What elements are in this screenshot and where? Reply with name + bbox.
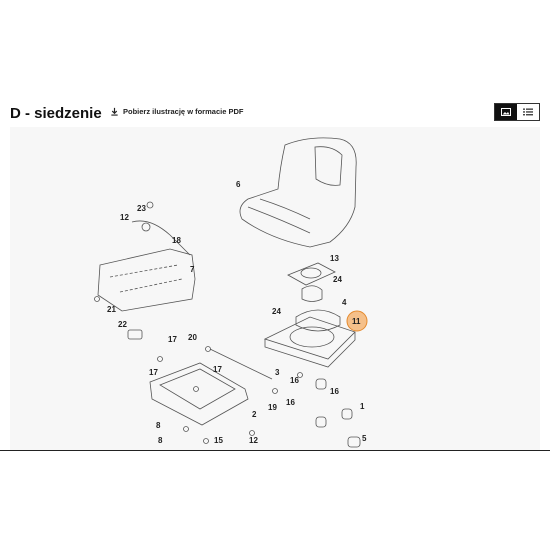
- exploded-view-drawing: 6 23 12 18 7 13 24 21 4 24 11 22 17 20 1…: [94, 137, 368, 448]
- callout-labels: 6 23 12 18 7 13 24 21 4 24 11 22 17 20 1…: [107, 180, 367, 445]
- callout-20: 20: [188, 333, 197, 342]
- callout-24b: 24: [272, 307, 281, 316]
- callout-5: 5: [362, 434, 367, 443]
- callout-17c: 17: [149, 368, 158, 377]
- list-view-button[interactable]: [517, 104, 539, 120]
- callout-23: 23: [137, 204, 146, 213]
- download-icon: [111, 107, 118, 116]
- callout-3: 3: [275, 368, 280, 377]
- callout-6: 6: [236, 180, 241, 189]
- callout-12: 12: [120, 213, 129, 222]
- callout-17b: 17: [213, 365, 222, 374]
- page-title: D - siedzenie: [10, 105, 102, 122]
- parts-diagram: 6 23 12 18 7 13 24 21 4 24 11 22 17 20 1…: [10, 127, 540, 450]
- callout-16b: 16: [330, 387, 339, 396]
- callout-12b: 12: [249, 436, 258, 445]
- download-pdf-link[interactable]: Pobierz ilustrację w formacie PDF: [110, 107, 243, 116]
- image-view-icon: [501, 108, 511, 116]
- base-frame-part: [149, 362, 249, 426]
- callout-2: 2: [252, 410, 257, 419]
- callout-11: 11: [352, 317, 361, 326]
- callout-8a: 8: [158, 436, 163, 445]
- download-pdf-label: Pobierz ilustrację w formacie PDF: [123, 107, 244, 116]
- callout-21: 21: [107, 305, 116, 314]
- callout-17a: 17: [168, 335, 177, 344]
- callout-4: 4: [342, 298, 347, 307]
- callout-11-highlight[interactable]: [346, 310, 368, 332]
- callout-15: 15: [214, 436, 223, 445]
- callout-16a: 16: [290, 376, 299, 385]
- bracket-part: [263, 316, 356, 360]
- callout-18: 18: [172, 236, 181, 245]
- callout-8b: 8: [156, 421, 161, 430]
- callout-7: 7: [190, 265, 195, 274]
- callout-16c: 16: [286, 398, 295, 407]
- image-view-button[interactable]: [495, 104, 517, 120]
- page-header: D - siedzenie Pobierz ilustrację w forma…: [0, 100, 550, 128]
- callout-19: 19: [268, 403, 277, 412]
- view-toggle: [494, 103, 540, 121]
- callout-24a: 24: [333, 275, 342, 284]
- plate-part: [287, 262, 336, 286]
- page-divider: [0, 450, 550, 451]
- callout-1: 1: [360, 402, 365, 411]
- list-view-icon: [523, 108, 533, 116]
- callout-22: 22: [118, 320, 127, 329]
- callout-13: 13: [330, 254, 339, 263]
- seat-part: [239, 137, 357, 248]
